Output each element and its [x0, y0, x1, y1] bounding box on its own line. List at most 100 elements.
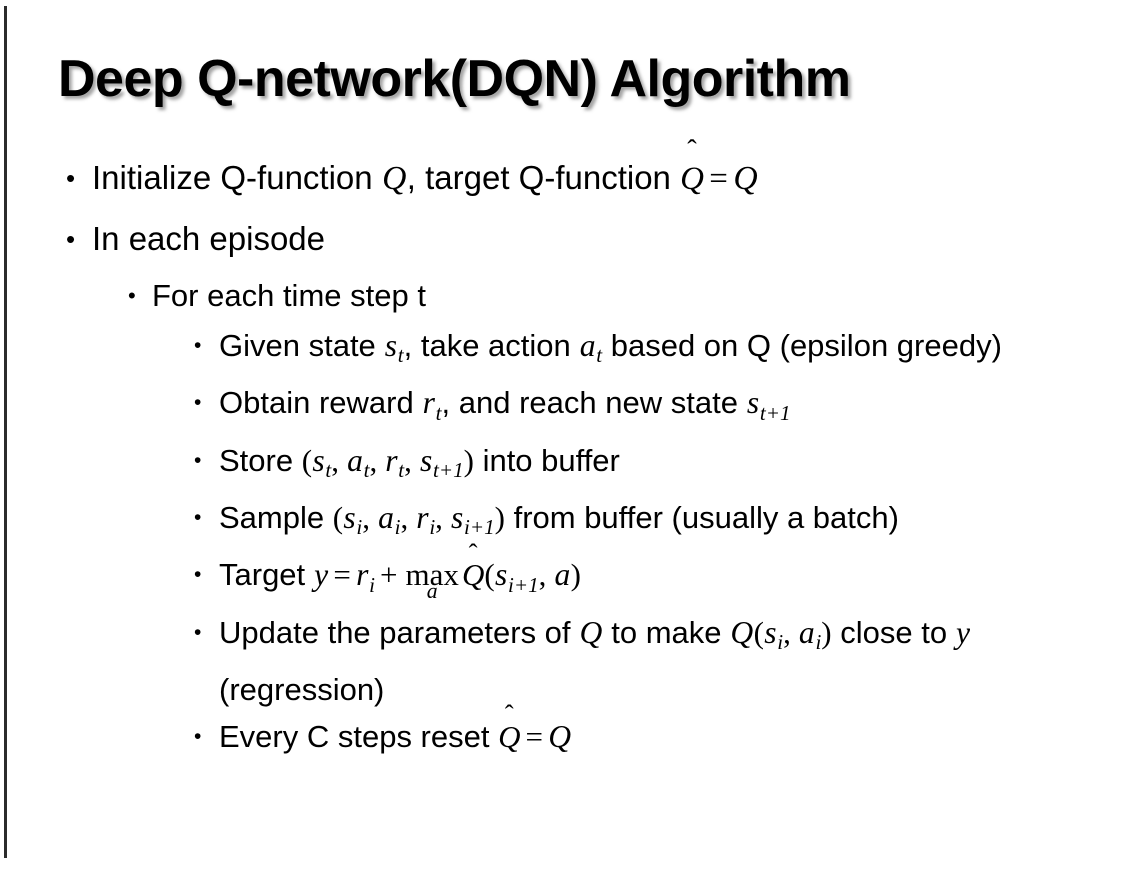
- bullet-given-state-take-action: • Given state st, take action at based o…: [0, 322, 1124, 379]
- slide-left-border: [4, 6, 7, 858]
- math-subscript: i+1: [464, 515, 495, 540]
- slide-body: • Initialize Q-function Q, target Q-func…: [0, 148, 1124, 760]
- math-var-a: a: [579, 328, 596, 363]
- math-close-paren: ): [570, 557, 581, 593]
- math-var-r: r: [422, 385, 435, 421]
- text-segment: to make: [602, 614, 731, 650]
- bullet-text: Given state st, take action at based on …: [219, 322, 1124, 379]
- math-var-r: r: [416, 499, 429, 535]
- math-subscript: t: [325, 457, 332, 482]
- math-var-q: Q: [730, 614, 754, 650]
- bullet-text: Sample (si, ai, ri, si+1) from buffer (u…: [219, 494, 1124, 551]
- math-var-q-hat: ̂Q: [680, 149, 704, 209]
- math-var-q: Q: [548, 718, 572, 754]
- bullet-text: Store (st, at, rt, st+1) into buffer: [219, 437, 1124, 494]
- bullet-marker: •: [194, 505, 202, 529]
- math-open-paren: (: [484, 557, 495, 593]
- text-segment: Every C steps reset: [219, 718, 499, 754]
- bullet-marker: •: [194, 724, 202, 748]
- text-segment: Store: [219, 442, 302, 478]
- math-subscript: t: [596, 343, 603, 368]
- bullet-text: Update the parameters of Q to make Q(si,…: [219, 609, 1124, 713]
- text-segment: (regression): [219, 671, 385, 707]
- math-var-s: s: [343, 499, 356, 535]
- bullet-obtain-reward: • Obtain reward rt, and reach new state …: [0, 379, 1124, 436]
- math-comma: ,: [538, 557, 555, 593]
- math-comma: ,: [404, 442, 420, 478]
- math-var-a: a: [798, 614, 815, 650]
- bullet-marker: •: [194, 563, 202, 587]
- math-equals: =: [525, 718, 543, 754]
- text-segment: , target Q-function: [406, 159, 681, 196]
- math-max-limit: a: [426, 579, 438, 604]
- text-segment: from buffer (usually a batch): [504, 499, 899, 535]
- bullet-text: In each episode: [92, 220, 326, 257]
- math-comma: ,: [362, 499, 378, 535]
- bullet-sample-from-buffer: • Sample (si, ai, ri, si+1) from buffer …: [0, 494, 1124, 551]
- math-var-q-hat: ̂Q: [498, 713, 520, 760]
- math-var-q-base: Q: [461, 557, 485, 593]
- math-equals: =: [333, 557, 351, 593]
- math-var-s: s: [764, 614, 777, 650]
- math-subscript: t: [363, 457, 370, 482]
- math-var-q: Q: [382, 160, 407, 197]
- bullet-marker: •: [194, 391, 202, 415]
- bullet-every-c-steps-reset: • Every C steps reset ̂Q=Q: [0, 713, 1124, 760]
- text-segment: based on Q (epsilon greedy): [602, 328, 1002, 363]
- math-subscript: i: [394, 515, 401, 540]
- math-var-s: s: [419, 442, 433, 478]
- text-segment: Given state: [219, 328, 385, 363]
- math-max-label: max: [405, 557, 459, 593]
- math-var-y: y: [956, 614, 971, 650]
- math-var-q-base: Q: [680, 161, 704, 197]
- math-subscript: i: [815, 629, 822, 654]
- math-comma: ,: [331, 442, 347, 478]
- math-subscript: i: [356, 515, 363, 540]
- text-segment: , and reach new state: [441, 385, 747, 421]
- math-subscript: t: [435, 400, 442, 425]
- bullet-in-each-episode: • In each episode: [0, 209, 1124, 269]
- math-var-q-hat: ̂Q: [462, 551, 484, 598]
- math-open-paren: (: [301, 442, 313, 478]
- math-subscript: i: [429, 515, 436, 540]
- bullet-text: For each time step t: [152, 278, 426, 313]
- text-segment: Sample: [219, 499, 333, 535]
- bullet-text: Initialize Q-function Q, target Q-functi…: [92, 148, 1124, 209]
- text-segment: Obtain reward: [219, 385, 423, 421]
- math-open-paren: (: [753, 614, 764, 650]
- math-close-paren: ): [463, 442, 474, 478]
- text-segment: Initialize Q-function: [92, 159, 382, 196]
- math-comma: ,: [783, 614, 799, 650]
- math-var-r: r: [356, 557, 369, 593]
- bullet-initialize-q: • Initialize Q-function Q, target Q-func…: [0, 148, 1124, 209]
- bullet-marker: •: [194, 334, 202, 357]
- text-segment: , take action: [403, 328, 580, 363]
- math-close-paren: ): [494, 499, 505, 535]
- math-var-s: s: [495, 557, 508, 593]
- math-subscript: t+1: [759, 400, 791, 425]
- math-comma: ,: [369, 442, 385, 478]
- math-var-q-base: Q: [498, 718, 521, 754]
- bullet-target-equation: • Target y=ri+maxâQ(si+1, a): [0, 551, 1124, 608]
- math-open-paren: (: [332, 499, 344, 535]
- math-var-q: Q: [733, 160, 758, 197]
- text-segment: Update the parameters of: [219, 614, 580, 650]
- bullet-marker: •: [194, 448, 202, 472]
- bullet-marker: •: [194, 620, 202, 644]
- math-var-y: y: [314, 557, 329, 593]
- math-subscript: i: [777, 629, 784, 654]
- math-plus: +: [379, 557, 398, 593]
- math-subscript: t: [398, 457, 405, 482]
- text-segment: into buffer: [473, 442, 620, 478]
- math-var-s: s: [450, 499, 464, 535]
- bullet-marker: •: [66, 224, 76, 254]
- bullet-for-each-time-step: • For each time step t: [0, 269, 1124, 322]
- math-subscript: i: [369, 572, 376, 597]
- bullet-text: Every C steps reset ̂Q=Q: [219, 713, 1124, 760]
- math-subscript: t+1: [433, 457, 464, 482]
- bullet-marker: •: [66, 163, 76, 193]
- math-var-a: a: [347, 442, 363, 478]
- math-var-a: a: [554, 557, 571, 593]
